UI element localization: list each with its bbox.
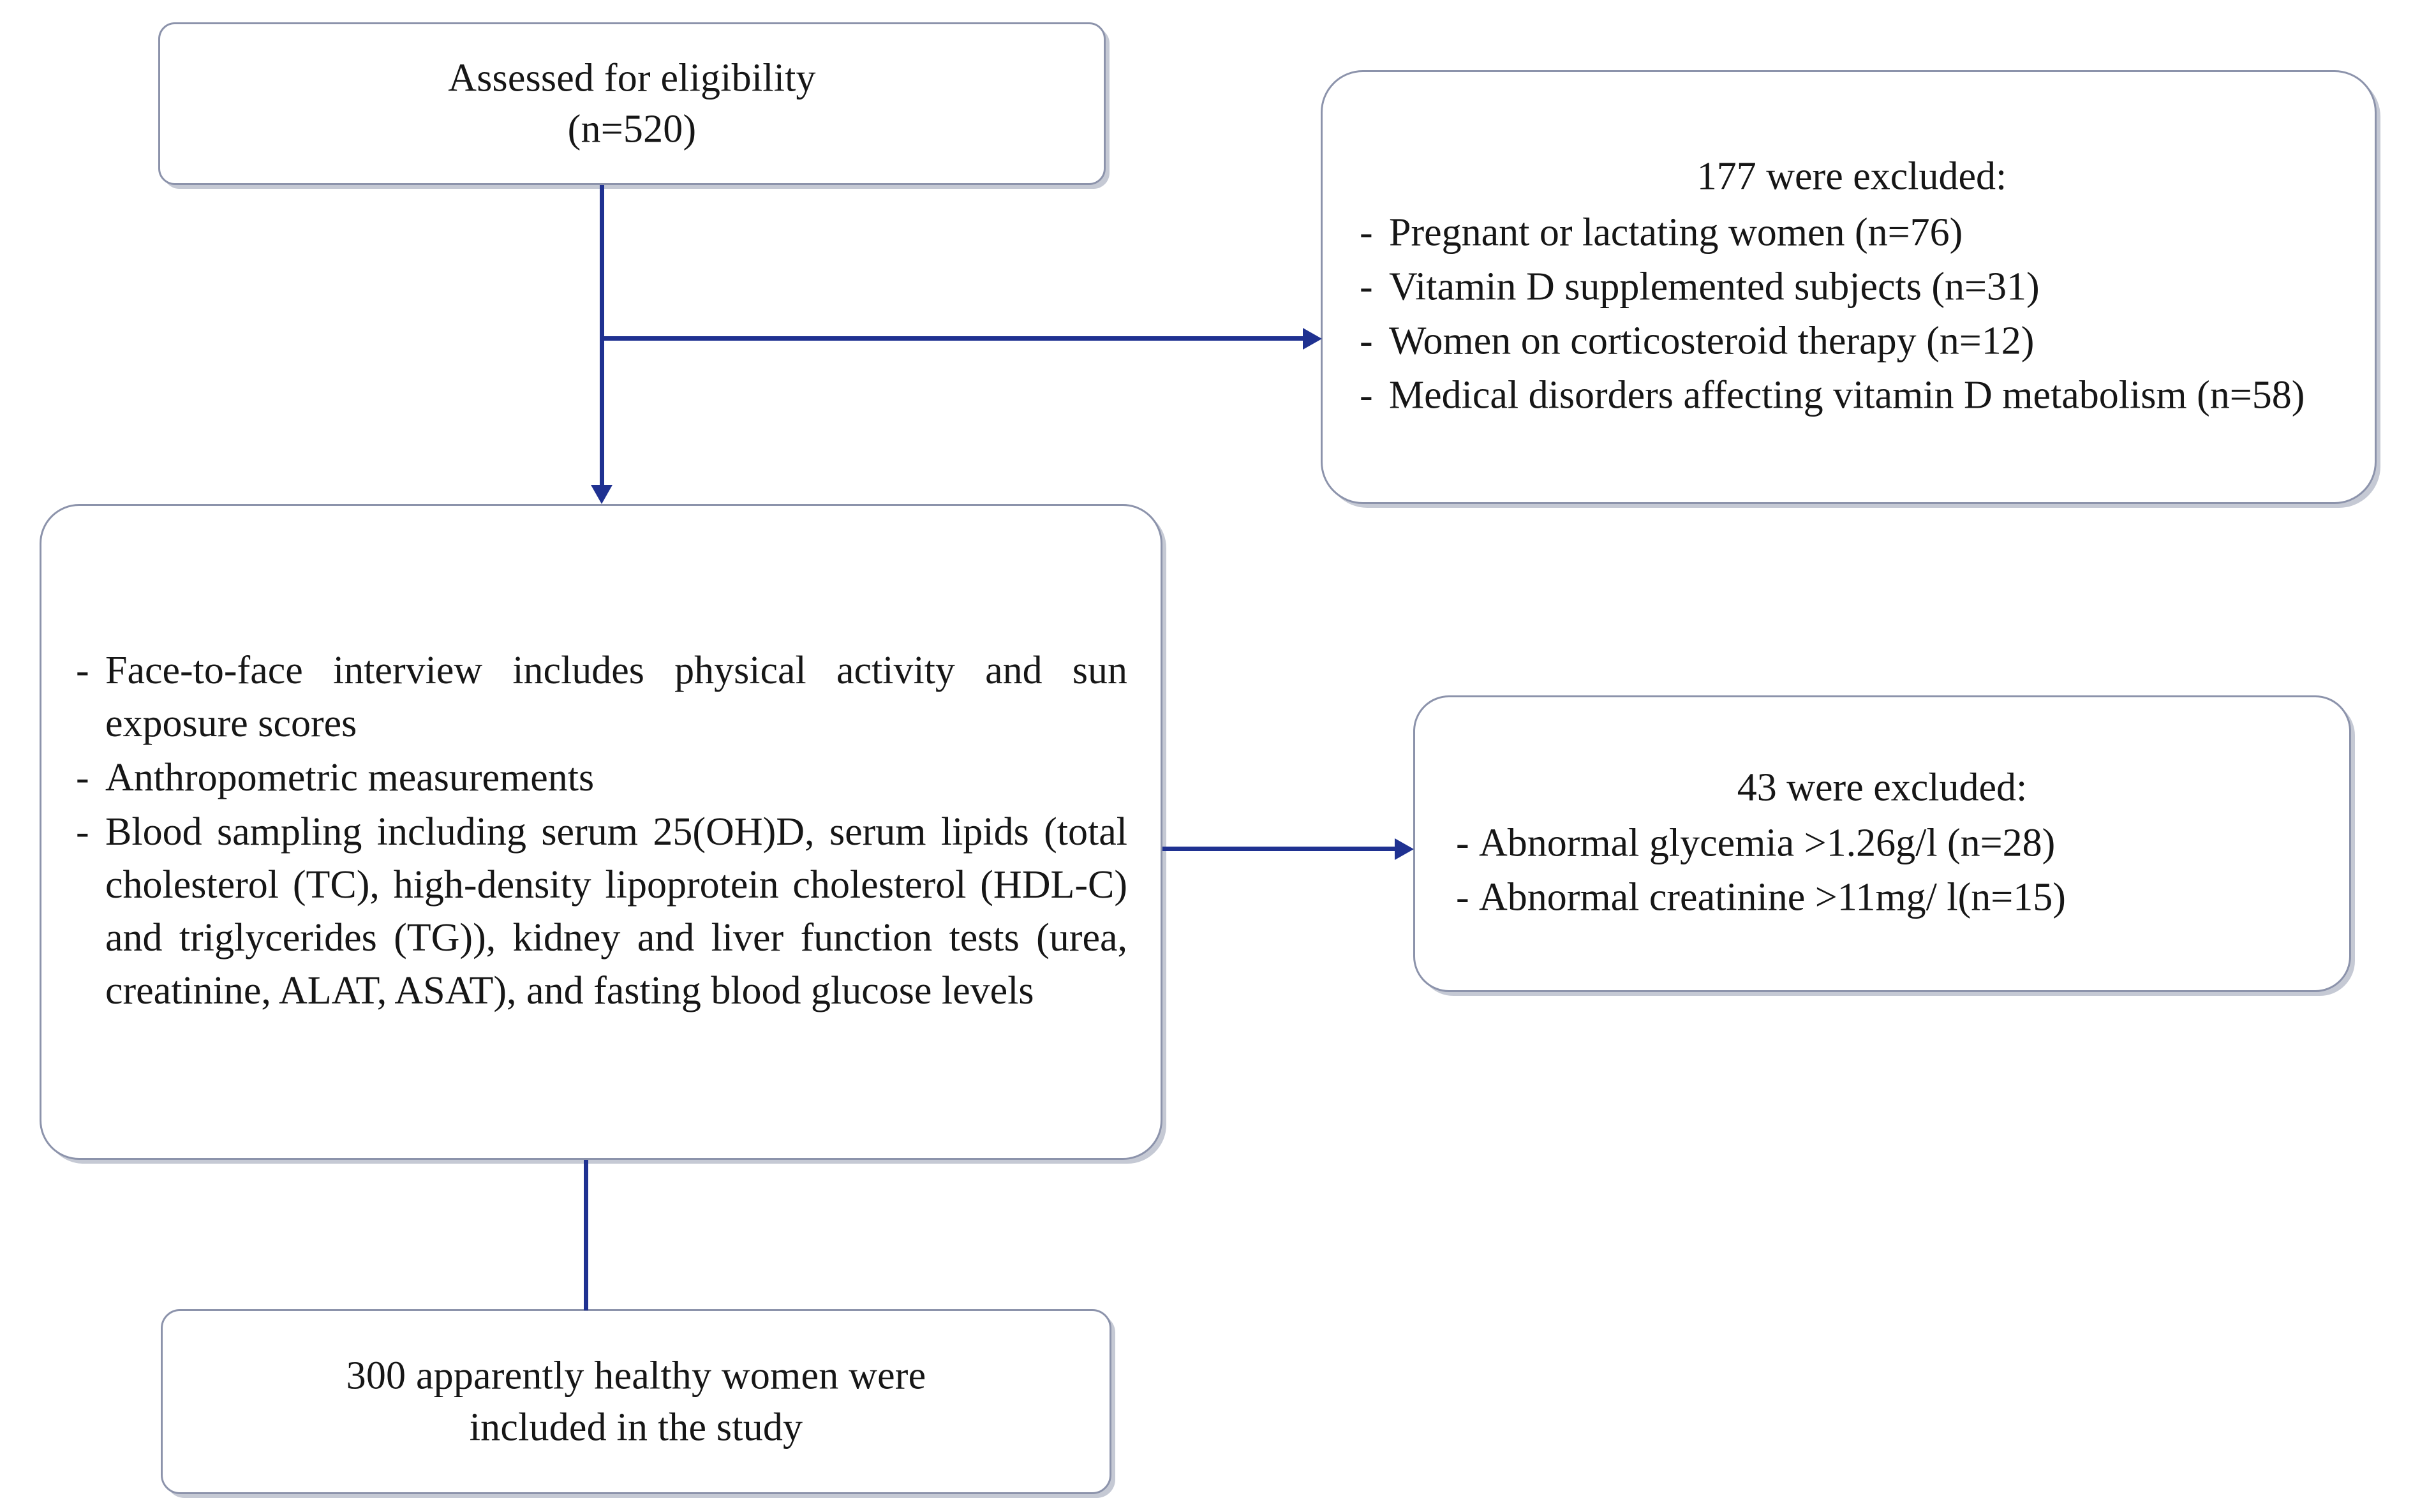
excluded-second-header: 43 were excluded: [1737,766,2028,810]
bullet-dash: - [76,756,89,800]
list-item-label: Pregnant or lactating women (n=76) [1389,211,1963,255]
list-item-label: Anthropometric measurements [105,756,595,800]
list-item-label: Face-to-face interview includes physical… [105,649,1127,746]
list-item-label: Abnormal creatinine >11mg/ l(n=15) [1479,875,2066,919]
bullet-dash: - [1360,265,1373,309]
connector-procedures-to-excluded-second [1162,847,1397,851]
list-item-label: Abnormal glycemia >1.26g/l (n=28) [1479,821,2056,865]
list-item: - Face-to-face interview includes physic… [72,644,1127,750]
list-item: - Abnormal creatinine >11mg/ l(n=15) [1452,871,2330,924]
list-item: - Vitamin D supplemented subjects (n=31) [1356,260,2348,313]
list-item: - Medical disorders affecting vitamin D … [1356,369,2348,422]
bullet-dash: - [1360,319,1373,363]
arrowhead-into-excluded-second [1395,838,1414,860]
procedures-list: - Face-to-face interview includes physic… [72,644,1127,1018]
list-item: - Anthropometric measurements [72,752,1127,804]
node-study-procedures: - Face-to-face interview includes physic… [40,504,1162,1160]
excluded-first-header: 177 were excluded: [1696,154,2007,198]
node-excluded-first: 177 were excluded: - Pregnant or lactati… [1321,70,2377,504]
bullet-dash: - [76,810,89,854]
excluded-second-list: - Abnormal glycemia >1.26g/l (n=28) - Ab… [1434,817,2330,924]
list-item-label: Vitamin D supplemented subjects (n=31) [1389,265,2040,309]
node-assessed-for-eligibility: Assessed for eligibility (n=520) [158,22,1106,185]
list-item: - Blood sampling including serum 25(OH)D… [72,806,1127,1018]
bullet-dash: - [1360,373,1373,417]
included-line-2: included in the study [469,1405,803,1449]
list-item-label: Medical disorders affecting vitamin D me… [1389,373,2305,417]
bullet-dash: - [1456,821,1469,865]
list-item: - Abnormal glycemia >1.26g/l (n=28) [1452,817,2330,870]
arrowhead-into-procedures [591,485,612,504]
included-line-1: 300 apparently healthy women were [346,1354,926,1398]
arrowhead-into-excluded-first [1303,328,1322,350]
assessed-line-2: (n=520) [567,107,697,151]
list-item: - Women on corticosteroid therapy (n=12) [1356,315,2348,367]
list-item-label: Blood sampling including serum 25(OH)D, … [105,810,1127,1013]
list-item-label: Women on corticosteroid therapy (n=12) [1389,319,2035,363]
list-item: - Pregnant or lactating women (n=76) [1356,206,2348,259]
node-included-women: 300 apparently healthy women were includ… [161,1309,1111,1494]
node-excluded-second: 43 were excluded: - Abnormal glycemia >1… [1413,695,2351,992]
assessed-line-1: Assessed for eligibility [448,56,816,100]
excluded-first-list: - Pregnant or lactating women (n=76) - V… [1356,206,2348,422]
bullet-dash: - [76,649,89,693]
bullet-dash: - [1456,875,1469,919]
bullet-dash: - [1360,211,1373,255]
connector-procedures-to-included [584,1160,588,1310]
connector-assessed-to-excluded-first [600,336,1305,341]
